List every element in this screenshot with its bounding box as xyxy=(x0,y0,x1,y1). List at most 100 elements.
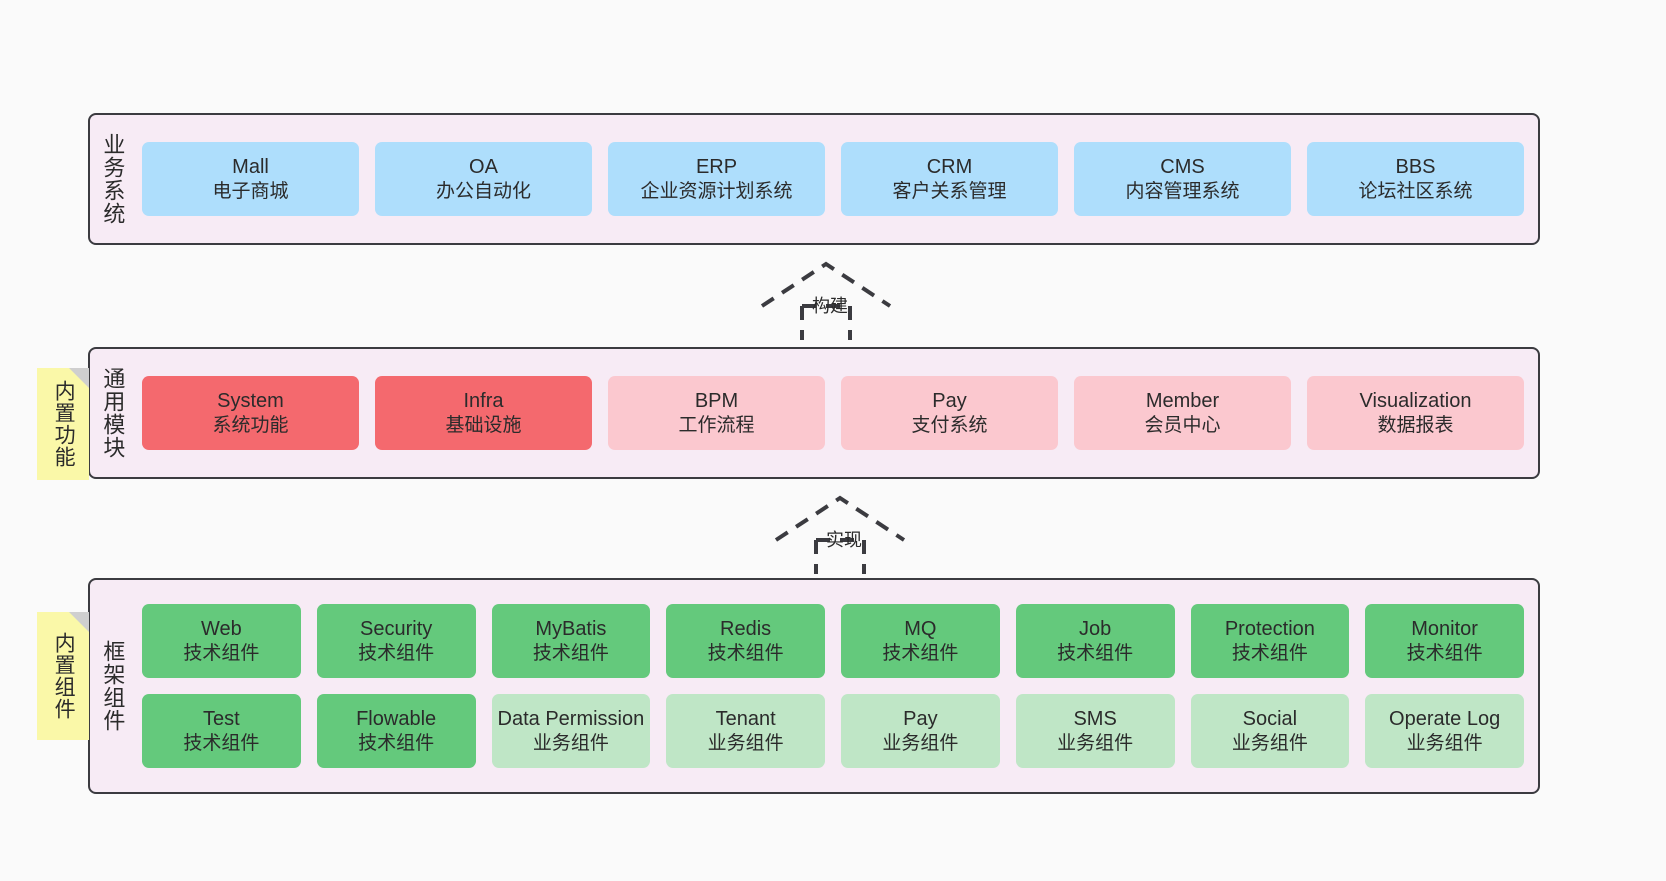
cell-name: Visualization xyxy=(1359,390,1472,413)
cell-desc: 技术组件 xyxy=(183,732,260,754)
cell-desc: 技术组件 xyxy=(1057,642,1134,664)
connector-implement-arrow: 实现 xyxy=(772,492,912,576)
cell-name: Data Permission xyxy=(497,708,645,731)
implement-arrow-shaft xyxy=(814,538,866,574)
cell-name: Operate Log xyxy=(1389,708,1501,731)
cell-desc: 数据报表 xyxy=(1377,414,1454,436)
implement-arrow-head xyxy=(774,495,906,542)
cell-desc: 基础设施 xyxy=(445,414,522,436)
cell-desc: 技术组件 xyxy=(358,732,435,754)
connector-implement-label: 实现 xyxy=(826,530,862,550)
cell-name: ERP xyxy=(695,156,738,179)
cell-desc: 技术组件 xyxy=(1406,642,1483,664)
cell-name: OA xyxy=(469,156,498,179)
cell-desc: 系统功能 xyxy=(212,414,289,436)
cell-desc: 技术组件 xyxy=(707,642,784,664)
cell-desc: 业务组件 xyxy=(707,732,784,754)
cell-name: Mall xyxy=(232,156,269,179)
cell-desc: 技术组件 xyxy=(358,642,435,664)
note-fold-corner-icon xyxy=(69,368,89,388)
cell-name: MQ xyxy=(904,618,937,641)
layer-common-modules-title: 通用模块 xyxy=(100,367,126,459)
cell-desc: 技术组件 xyxy=(1231,642,1308,664)
cell-desc: 电子商城 xyxy=(212,180,289,202)
cell-desc: 业务组件 xyxy=(882,732,959,754)
layer-framework-components-title: 框架组件 xyxy=(100,640,126,732)
cell-desc: 企业资源计划系统 xyxy=(640,180,793,202)
cell-name: BBS xyxy=(1395,156,1436,179)
cell-desc: 工作流程 xyxy=(678,414,755,436)
cell-name: Pay xyxy=(932,390,967,413)
cell-desc: 业务组件 xyxy=(1057,732,1134,754)
cell-name: Web xyxy=(200,618,242,641)
build-arrow-shaft xyxy=(800,304,852,340)
cell-name: BPM xyxy=(694,390,739,413)
connector-build-arrow: 构建 xyxy=(758,258,898,342)
note-builtin-features-label: 内置功能 xyxy=(52,380,76,468)
cell-name: Security xyxy=(360,618,433,641)
layer-business-systems-title: 业务系统 xyxy=(100,133,126,225)
cell-desc: 内容管理系统 xyxy=(1125,180,1240,202)
connector-build-label: 构建 xyxy=(812,296,848,316)
cell-name: SMS xyxy=(1073,708,1117,731)
cell-name: Job xyxy=(1079,618,1112,641)
cell-name: Member xyxy=(1145,390,1220,413)
cell-desc: 技术组件 xyxy=(532,642,609,664)
cell-desc: 业务组件 xyxy=(1231,732,1308,754)
cell-name: Tenant xyxy=(715,708,776,731)
note-builtin-features: 内置功能 xyxy=(37,368,89,480)
cell-name: System xyxy=(217,390,284,413)
cell-desc: 会员中心 xyxy=(1144,414,1221,436)
build-arrow-head xyxy=(760,261,892,308)
cell-desc: 业务组件 xyxy=(1406,732,1483,754)
cell-name: Test xyxy=(203,708,240,731)
note-fold-corner-icon xyxy=(69,612,89,632)
cell-name: Pay xyxy=(903,708,938,731)
cell-desc: 论坛社区系统 xyxy=(1358,180,1473,202)
cell-name: Flowable xyxy=(356,708,437,731)
cell-name: Monitor xyxy=(1411,618,1478,641)
cell-name: Infra xyxy=(463,390,504,413)
cell-name: Social xyxy=(1242,708,1298,731)
cell-name: Redis xyxy=(720,618,772,641)
cell-name: Protection xyxy=(1224,618,1315,641)
cell-desc: 技术组件 xyxy=(882,642,959,664)
